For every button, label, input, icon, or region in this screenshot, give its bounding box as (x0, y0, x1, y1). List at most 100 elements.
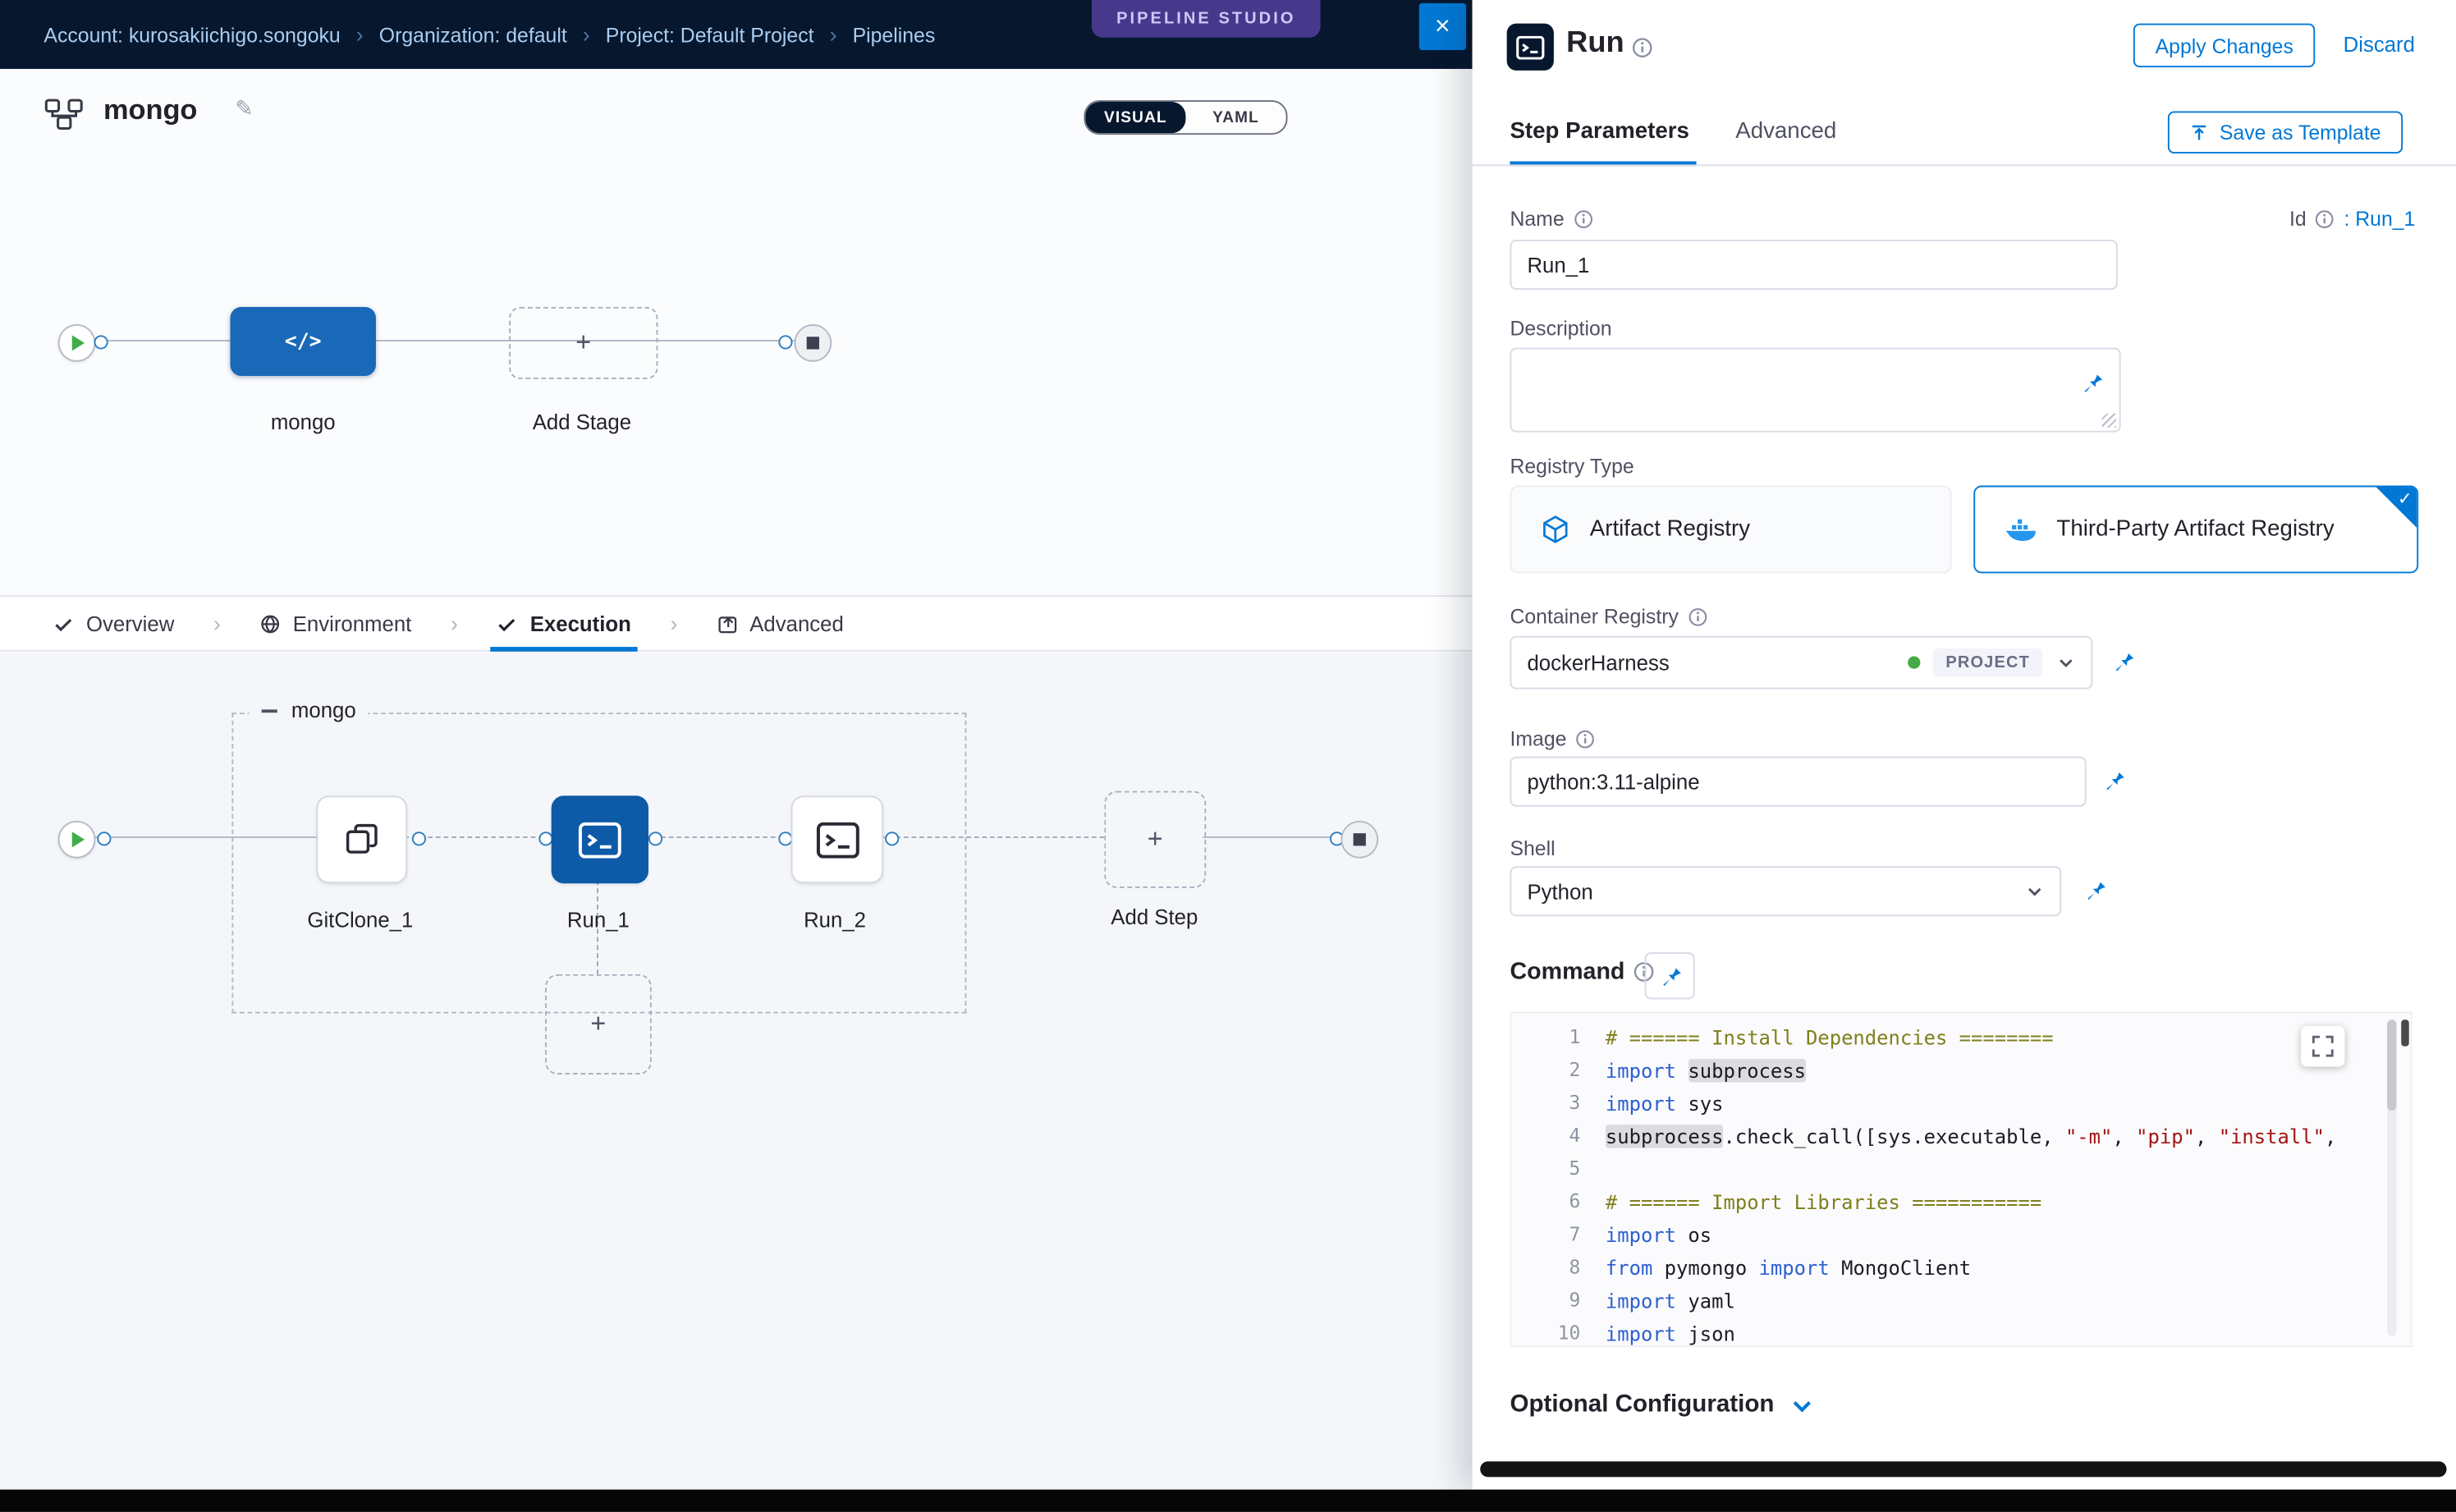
scope-badge: PROJECT (1933, 648, 2042, 676)
code-line[interactable]: 10import json (1511, 1317, 2410, 1347)
selected-check-icon: ✓ (2398, 488, 2412, 509)
edit-pipeline-icon[interactable]: ✎ (235, 97, 253, 122)
environment-icon (260, 613, 281, 634)
step-node-run-2[interactable] (791, 795, 884, 883)
visual-yaml-toggle[interactable]: VISUAL YAML (1084, 100, 1287, 135)
step-node-gitclone-1[interactable] (316, 795, 407, 883)
optional-configuration-toggle[interactable]: Optional Configuration (1510, 1391, 1813, 1418)
pipeline-title: mongo (103, 94, 197, 126)
pipeline-studio-pane: Account: kurosakiichigo.songoku Organiza… (0, 0, 1473, 1490)
stage-connector-line (76, 340, 812, 341)
info-icon (1574, 209, 1592, 228)
save-as-template-button[interactable]: Save as Template (2168, 111, 2403, 153)
add-stage-label: Add Stage (486, 410, 679, 434)
bottom-window-edge (0, 1490, 2456, 1512)
command-editor[interactable]: 1# ====== Install Dependencies ========2… (1510, 1012, 2412, 1347)
discard-button[interactable]: Discard (2344, 33, 2415, 57)
container-registry-value: dockerHarness (1527, 651, 1908, 675)
pipeline-start-node[interactable] (58, 324, 96, 362)
id-value[interactable]: : Run_1 (2344, 207, 2415, 231)
pin-icon[interactable] (2080, 371, 2104, 395)
exec-connector-line (76, 836, 317, 838)
visual-toggle-option[interactable]: VISUAL (1085, 102, 1185, 133)
add-parallel-step-node[interactable]: + (545, 974, 652, 1074)
stop-icon (1354, 833, 1366, 845)
plus-icon: + (1148, 824, 1163, 855)
registry-option-artifact[interactable]: Artifact Registry (1510, 486, 1951, 574)
advanced-icon (717, 613, 737, 634)
code-line[interactable]: 4subprocess.check_call([sys.executable, … (1511, 1120, 2410, 1152)
name-label: Name (1510, 207, 1592, 231)
close-drawer-button[interactable]: × (1419, 3, 1466, 50)
connector-dot (778, 335, 792, 349)
expand-editor-button[interactable] (2301, 1026, 2344, 1067)
pin-icon[interactable] (2102, 769, 2126, 793)
add-step-node[interactable]: + (1104, 791, 1206, 888)
execution-end-node (1340, 821, 1378, 859)
fullscreen-icon (2312, 1035, 2334, 1057)
tab-advanced[interactable]: Advanced (711, 597, 850, 650)
tab-advanced-drawer[interactable]: Advanced (1735, 119, 1836, 144)
connector-dot (94, 335, 108, 349)
play-icon (72, 335, 85, 351)
code-line[interactable]: 8from pymongo import MongoClient (1511, 1252, 2410, 1285)
tab-advanced-label: Advanced (749, 612, 844, 635)
breadcrumb-pipelines[interactable]: Pipelines (853, 23, 936, 47)
registry-option-third-party[interactable]: Third-Party Artifact Registry ✓ (1973, 486, 2418, 574)
optional-configuration-label: Optional Configuration (1510, 1391, 1774, 1418)
breadcrumb-org[interactable]: Organization: default (379, 22, 606, 48)
code-line[interactable]: 1# ====== Install Dependencies ======== (1511, 1021, 2410, 1054)
breadcrumb-project[interactable]: Project: Default Project (606, 22, 853, 48)
info-icon (1688, 607, 1707, 625)
tab-step-parameters[interactable]: Step Parameters (1510, 119, 1688, 144)
code-line[interactable]: 3import sys (1511, 1087, 2410, 1120)
chevron-down-icon (1790, 1393, 1814, 1417)
tab-execution[interactable]: Execution (491, 597, 637, 650)
run-step-header-icon (1507, 24, 1554, 71)
step-node-run-1[interactable] (552, 795, 648, 883)
tab-environment-label: Environment (293, 612, 412, 635)
horizontal-scrollbar[interactable] (1480, 1461, 2446, 1477)
id-field: Id : Run_1 (2289, 207, 2415, 231)
run-step-icon (815, 822, 859, 858)
image-input[interactable] (1510, 757, 2086, 807)
container-registry-select[interactable]: dockerHarness PROJECT (1510, 636, 2092, 690)
exec-connector-line (404, 836, 551, 838)
breadcrumb-account[interactable]: Account: kurosakiichigo.songoku (44, 22, 378, 48)
stage-node-mongo[interactable]: </> (230, 307, 375, 376)
code-line[interactable]: 2import subprocess (1511, 1054, 2410, 1087)
resize-handle[interactable] (2102, 414, 2116, 428)
close-icon: × (1435, 11, 1450, 42)
panel-scrollbar-handle[interactable] (2401, 1019, 2409, 1046)
stop-icon (807, 337, 819, 349)
yaml-toggle-option[interactable]: YAML (1185, 102, 1285, 133)
code-line[interactable]: 5 (1511, 1152, 2410, 1185)
name-input[interactable] (1510, 240, 2117, 290)
tab-overview-label: Overview (86, 612, 174, 635)
apply-changes-button[interactable]: Apply Changes (2133, 24, 2316, 67)
chevron-down-icon[interactable] (2025, 882, 2044, 900)
pin-icon[interactable] (2111, 650, 2135, 674)
description-textarea[interactable] (1510, 348, 2120, 433)
plus-icon: + (590, 1009, 606, 1040)
code-line[interactable]: 9import yaml (1511, 1285, 2410, 1317)
shell-select[interactable]: Python (1510, 866, 2061, 916)
template-icon (2190, 123, 2209, 142)
pin-icon[interactable] (1645, 952, 1695, 999)
info-icon[interactable] (1632, 38, 1652, 66)
add-stage-node[interactable]: + (509, 307, 658, 379)
editor-scrollbar-handle[interactable] (2387, 1019, 2396, 1111)
info-icon (1576, 729, 1595, 748)
stage-node-label: mongo (207, 410, 400, 434)
code-line[interactable]: 6# ====== Import Libraries =========== (1511, 1185, 2410, 1218)
collapse-icon[interactable] (262, 708, 277, 712)
code-line[interactable]: 7import os (1511, 1219, 2410, 1252)
stage-group-label[interactable]: mongo (249, 699, 369, 722)
connector-dot (648, 832, 662, 845)
execution-start-node[interactable] (58, 821, 96, 859)
tab-overview[interactable]: Overview (47, 597, 181, 650)
chevron-down-icon[interactable] (2056, 653, 2075, 672)
pin-icon[interactable] (2083, 878, 2107, 902)
tab-environment[interactable]: Environment (254, 597, 418, 650)
container-registry-label: Container Registry (1510, 605, 1707, 629)
